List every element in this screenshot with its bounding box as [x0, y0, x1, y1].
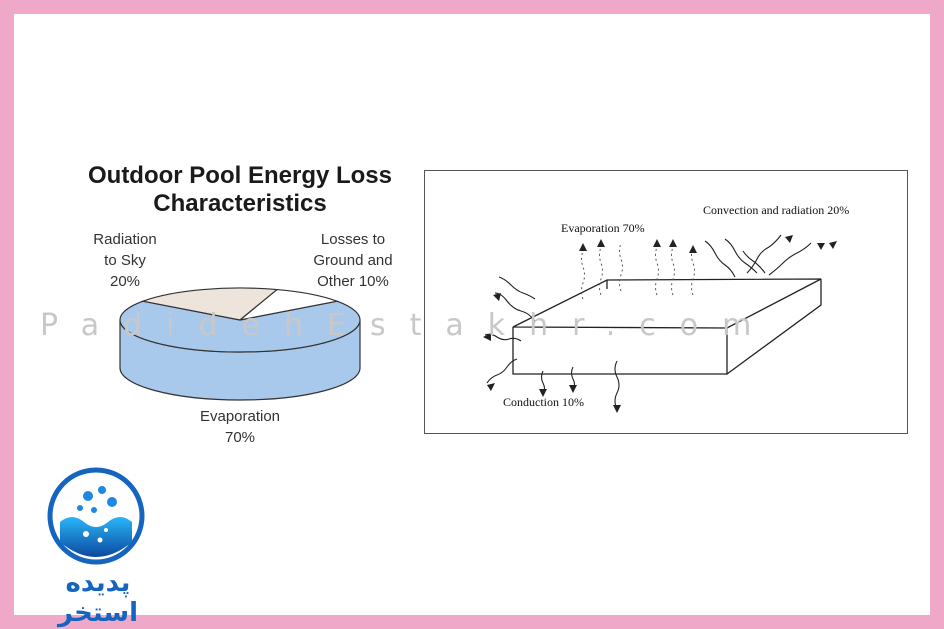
conduction-arrowheads — [539, 385, 621, 413]
logo-drop-4 — [91, 507, 97, 513]
pie-slice-other — [239, 288, 340, 321]
label-radiation-line2: to Sky — [104, 252, 146, 269]
sketch-label-convection: Convection and radiation 20% — [703, 203, 850, 217]
cond-arrowhead-1 — [539, 389, 547, 397]
label-losses-line1: Losses to — [320, 231, 386, 248]
side-arrowhead-2 — [483, 333, 491, 341]
label-radiation-line3: 20% — [109, 273, 141, 290]
label-losses-line3: Other 10% — [317, 273, 389, 290]
pie-chart-title: Outdoor Pool Energy Loss Characteristics — [60, 162, 420, 218]
cond-wave-3 — [614, 360, 620, 410]
side-wave-3 — [486, 358, 518, 384]
convection-arrowheads — [785, 235, 837, 250]
conv-wave-5 — [742, 250, 766, 274]
logo-drop-3 — [107, 497, 117, 507]
evap-arrowhead-5 — [689, 245, 697, 253]
padideh-estakhr-logo — [47, 467, 145, 565]
label-evaporation-line1: Evaporation — [199, 408, 281, 425]
label-radiation-line1: Radiation — [93, 231, 157, 248]
conv-arrowhead-2 — [817, 243, 825, 250]
evap-arrowhead-1 — [579, 243, 587, 251]
label-radiation: Radiation to Sky 20% — [80, 229, 170, 292]
logo-drop-5 — [77, 505, 83, 511]
evap-wisp-3 — [619, 242, 623, 292]
side-wave-1 — [494, 292, 536, 322]
evap-wisp-5 — [671, 246, 675, 296]
side-arrowhead-1 — [493, 293, 501, 301]
pie-slice-radiation — [140, 287, 279, 321]
logo-bubbles — [83, 528, 108, 543]
pool-front-face — [512, 327, 728, 375]
pie-slice-evaporation — [119, 300, 361, 353]
watermark-text: PadidehEstakhr.com — [40, 308, 776, 343]
conv-wave-4 — [768, 242, 812, 276]
evaporation-wisps — [581, 242, 695, 300]
conv-wave-2 — [724, 238, 758, 274]
convection-radiation-arrows — [704, 234, 812, 278]
conv-arrowhead-1 — [785, 235, 793, 243]
label-evaporation-line2: 70% — [224, 429, 256, 446]
evap-wisp-1 — [581, 250, 585, 300]
evaporation-arrowheads — [579, 239, 697, 253]
sketch-label-evaporation: Evaporation 70% — [561, 221, 645, 235]
label-losses-line2: Ground and — [313, 252, 393, 269]
side-arrowheads — [483, 293, 501, 391]
label-losses: Losses to Ground and Other 10% — [298, 229, 408, 292]
logo-bubble-1 — [83, 531, 89, 537]
pool-heat-loss-sketch: Evaporation 70% Convection and radiation… — [424, 170, 908, 434]
evap-arrowhead-4 — [669, 239, 677, 247]
pool-side-face — [726, 279, 822, 375]
pie-chart-title-line2: Characteristics — [153, 190, 327, 217]
logo-bubble-3 — [104, 528, 108, 532]
side-arrowhead-3 — [487, 383, 495, 391]
logo-drop-1 — [83, 491, 93, 501]
sketch-label-conduction: Conduction 10% — [503, 395, 584, 409]
logo-wordmark: پدیده استخر — [57, 568, 138, 628]
logo-wave — [60, 517, 132, 557]
evap-wisp-4 — [655, 246, 659, 296]
pie-chart-3d — [119, 287, 361, 401]
conv-wave-1 — [704, 240, 736, 278]
conv-arrowhead-3 — [829, 241, 837, 249]
logo-ring — [47, 467, 145, 565]
logo-droplets — [77, 486, 117, 513]
pool-sketch-drawing — [483, 234, 837, 413]
pie-chart-title-line1: Outdoor Pool Energy Loss — [87, 162, 393, 189]
evap-wisp-6 — [691, 246, 695, 296]
side-loss-arrows — [484, 276, 536, 384]
evap-arrowhead-2 — [597, 239, 605, 247]
evap-wisp-2 — [599, 246, 603, 296]
label-evaporation: Evaporation 70% — [180, 406, 300, 448]
logo-bubble-2 — [97, 537, 103, 543]
evap-arrowhead-3 — [653, 239, 661, 247]
cond-arrowhead-2 — [569, 385, 577, 393]
cond-arrowhead-3 — [613, 405, 621, 413]
logo-drop-2 — [98, 486, 106, 494]
side-wave-4 — [498, 276, 536, 300]
conv-wave-3 — [746, 234, 782, 274]
